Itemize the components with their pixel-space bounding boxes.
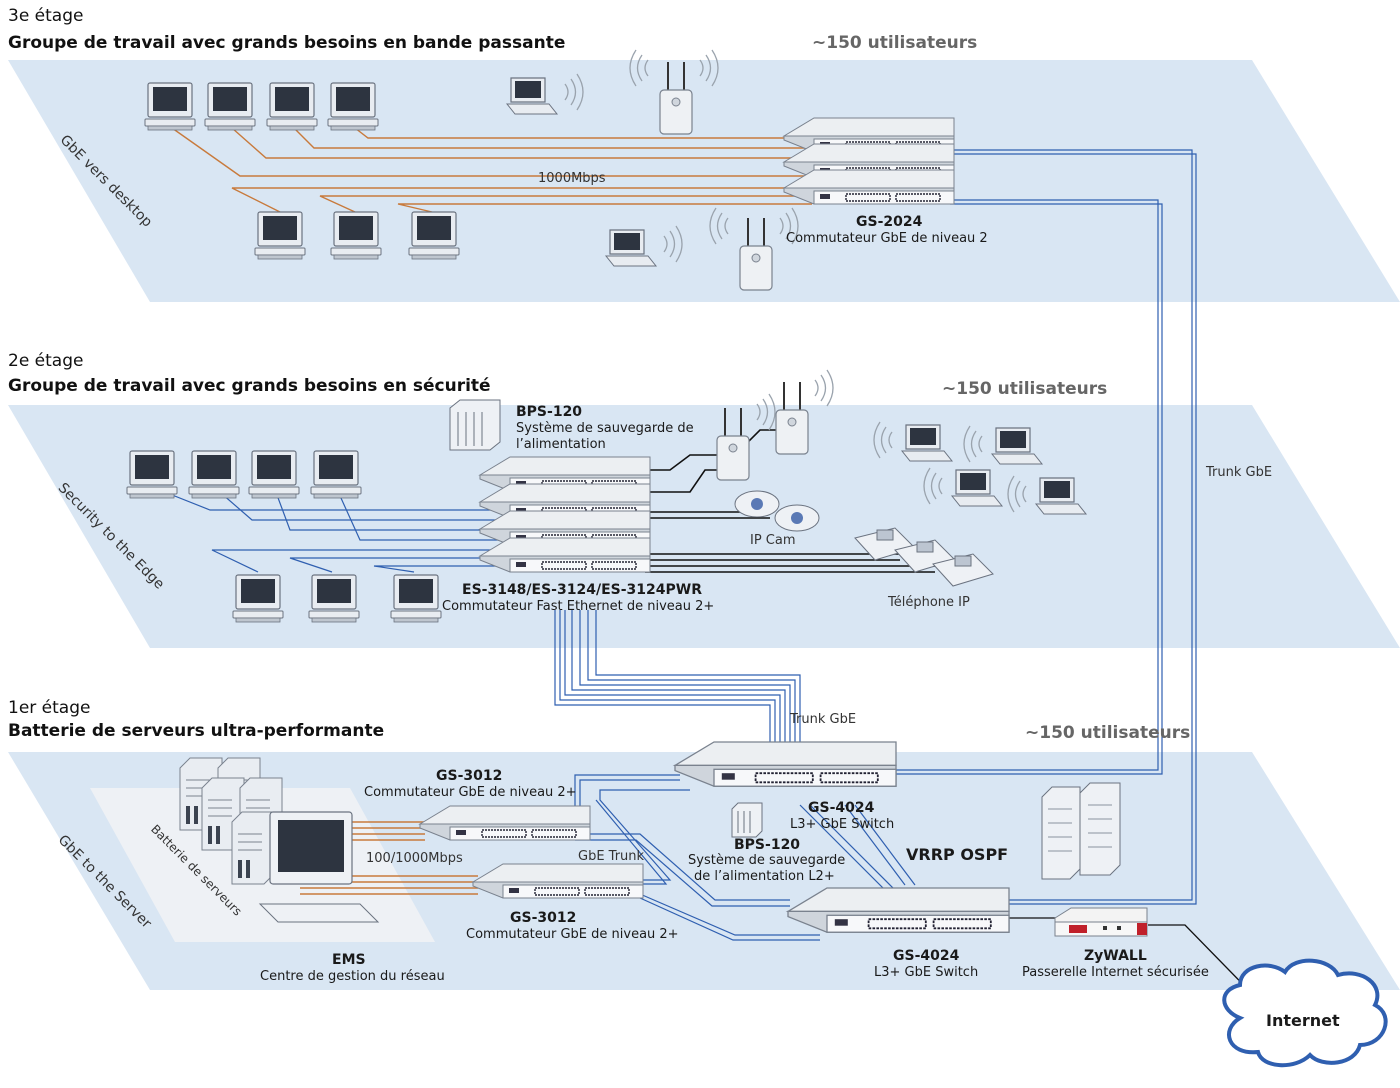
zywall-title: ZyWALL xyxy=(1084,948,1147,964)
gs4024-bottom-model: GS-4024 xyxy=(893,948,960,964)
desktop-pc-icon xyxy=(310,450,362,499)
trunk-gbe-label-right: Trunk GbE xyxy=(1206,465,1273,480)
desktop-pc-icon xyxy=(144,82,196,131)
desktop-pc-icon xyxy=(266,82,318,131)
gs4024-top-model: GS-4024 xyxy=(808,800,875,816)
bps120-desc-line1: Système de sauvegarde de xyxy=(516,421,694,436)
floor-3-link-label: 1000Mbps xyxy=(538,171,606,186)
gs3012-top-desc: Commutateur GbE de niveau 2+ xyxy=(364,785,577,800)
ems-workstation-icon xyxy=(258,811,380,923)
gs2024-switch-icon xyxy=(783,169,955,205)
gs4024-bottom-desc: L3+ GbE Switch xyxy=(874,965,979,980)
floor-1-link-label: 100/1000Mbps xyxy=(366,851,463,866)
ip-camera-icon xyxy=(734,490,820,532)
es3148-desc: Commutateur Fast Ethernet de niveau 2+ xyxy=(442,599,715,614)
bps120-floor1-desc-line2: de l’alimentation L2+ xyxy=(694,869,835,884)
desktop-pc-icon xyxy=(254,211,306,260)
es3148-switch-icon xyxy=(479,537,651,573)
bps120-icon xyxy=(449,399,501,451)
desktop-pc-icon xyxy=(232,574,284,623)
ems-desc: Centre de gestion du réseau xyxy=(260,969,445,984)
desktop-pc-icon xyxy=(308,574,360,623)
bps120-floor1-model: BPS-120 xyxy=(734,837,801,853)
floor-2-fiber-links xyxy=(151,486,510,573)
floor-1-title: Batterie de serveurs ultra-performante xyxy=(8,721,385,741)
floor-1-fiber-links xyxy=(574,774,916,941)
gs4024-switch-icon xyxy=(787,887,1010,934)
floor-2-users: ~150 utilisateurs xyxy=(942,379,1108,399)
bps120-desc-line2: l’alimentation xyxy=(516,437,606,452)
bps120-model: BPS-120 xyxy=(516,404,583,420)
ems-title: EMS xyxy=(332,952,366,968)
gs2024-model: GS-2024 xyxy=(856,214,923,230)
ip-phone-icon xyxy=(854,527,994,587)
gs3012-bottom-desc: Commutateur GbE de niveau 2+ xyxy=(466,927,679,942)
trunk-gbe-label-center: Trunk GbE xyxy=(790,712,857,727)
inter-floor-fiber-links xyxy=(554,610,801,742)
access-point-icon xyxy=(775,381,809,455)
floor-3-title: Groupe de travail avec grands besoins en… xyxy=(8,33,566,53)
vrrp-ospf-label: VRRP OSPF xyxy=(906,845,1009,864)
desktop-pc-icon xyxy=(390,574,442,623)
desktop-pc-icon xyxy=(330,211,382,260)
floor-1-level: 1er étage xyxy=(8,698,91,718)
zywall-desc: Passerelle Internet sécurisée xyxy=(1022,965,1209,980)
floor-2-black-links xyxy=(645,429,935,573)
desktop-pc-icon xyxy=(408,211,460,260)
floor-3-users: ~150 utilisateurs xyxy=(812,33,978,53)
gs3012-switch-icon xyxy=(419,805,591,841)
desktop-pc-icon xyxy=(126,450,178,499)
server-tower-icon xyxy=(231,811,275,885)
internet-label: Internet xyxy=(1266,1011,1340,1030)
ipphone-label: Téléphone IP xyxy=(888,595,970,610)
floor-3-level: 3e étage xyxy=(8,6,84,26)
internet-cloud-icon xyxy=(1222,958,1388,1068)
wireless-signal-icon xyxy=(814,369,834,407)
server-rack-icon xyxy=(1041,782,1121,880)
desktop-pc-icon xyxy=(188,450,240,499)
gs4024-top-desc: L3+ GbE Switch xyxy=(790,817,895,832)
floor-1-users: ~150 utilisateurs xyxy=(1025,723,1191,743)
gbe-trunk-label: GbE Trunk xyxy=(578,849,645,864)
gs2024-desc: Commutateur GbE de niveau 2 xyxy=(786,231,988,246)
bps120-floor1-desc-line1: Système de sauvegarde xyxy=(688,853,846,868)
bps120-icon xyxy=(731,802,763,838)
gs3012-switch-icon xyxy=(472,863,644,899)
floor-2-level: 2e étage xyxy=(8,351,84,371)
trunk-fiber-links xyxy=(895,149,1197,905)
zywall-gateway-icon xyxy=(1054,907,1148,937)
desktop-pc-icon xyxy=(204,82,256,131)
floor-2-title: Groupe de travail avec grands besoins en… xyxy=(8,376,491,396)
es3148-model: ES-3148/ES-3124/ES-3124PWR xyxy=(462,582,702,598)
desktop-pc-icon xyxy=(327,82,379,131)
gs3012-bottom-model: GS-3012 xyxy=(510,910,577,926)
floor-3-copper-links xyxy=(171,127,812,213)
gs3012-top-model: GS-3012 xyxy=(436,768,503,784)
ipcam-label: IP Cam xyxy=(750,533,796,548)
desktop-pc-icon xyxy=(248,450,300,499)
gs4024-switch-icon xyxy=(674,741,897,788)
